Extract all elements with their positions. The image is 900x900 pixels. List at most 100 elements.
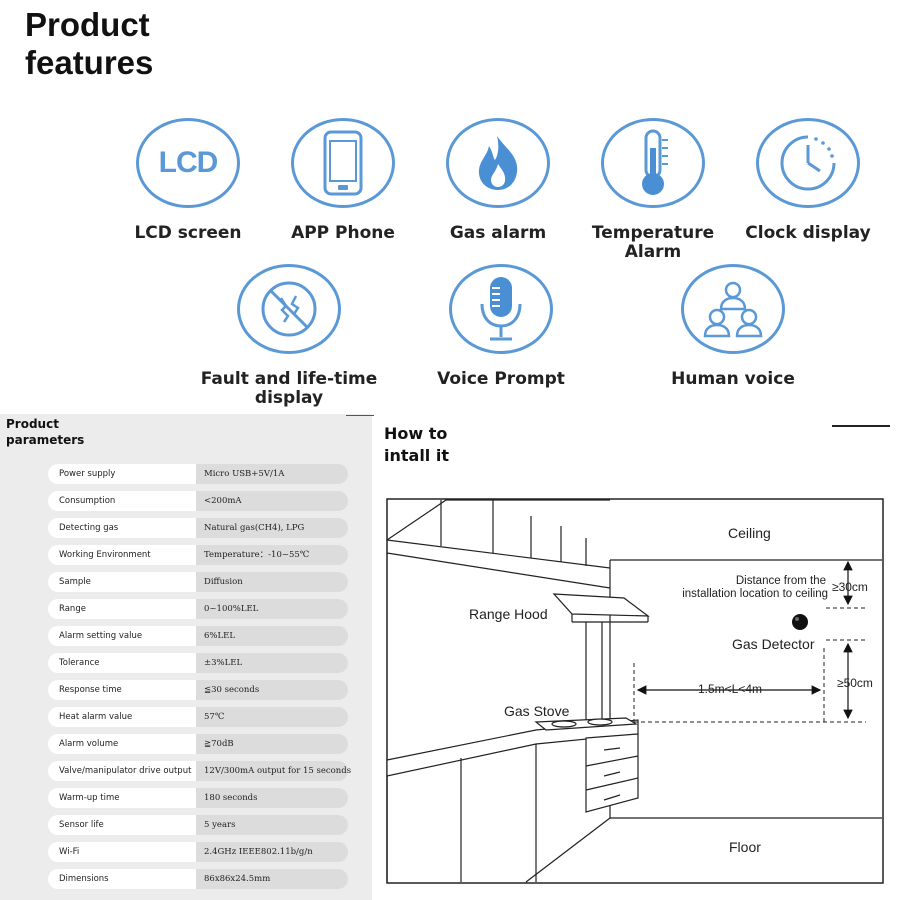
horizontal-range-label: 1.5m<L<4m [698, 682, 762, 696]
height-gap-label: ≥50cm [837, 676, 873, 690]
title-line-2: features [25, 44, 154, 81]
fault-icon [237, 264, 341, 354]
phone-icon [291, 118, 395, 208]
title-line-1: Product [25, 6, 150, 43]
install-divider [832, 425, 890, 427]
parameter-row: Consumption<200mA [48, 491, 348, 511]
parameter-value: 12V/300mA output for 15 seconds [196, 761, 351, 781]
parameter-name: Consumption [48, 491, 196, 511]
people-icon [681, 264, 785, 354]
feature-label: APP Phone [291, 223, 395, 243]
microphone-icon [449, 264, 553, 354]
range-hood-label: Range Hood [469, 606, 548, 622]
upper-cabinets [386, 499, 611, 589]
parameters-title: Product parameters [6, 416, 84, 448]
parameter-value: 0~100%LEL [196, 599, 348, 619]
feature-label: Human voice [671, 369, 795, 389]
page-title: Product features [25, 6, 153, 82]
install-title-line-1: How to [384, 424, 448, 443]
feature-fault-life-time: Fault and life-time display [199, 264, 379, 408]
parameter-name: Power supply [48, 464, 196, 484]
parameter-value: 86x86x24.5mm [196, 869, 348, 889]
parameter-row: Tolerance±3%LEL [48, 653, 348, 673]
feature-app-phone: APP Phone [253, 118, 433, 243]
flame-icon [446, 118, 550, 208]
parameter-name: Detecting gas [48, 518, 196, 538]
gas-stove-label: Gas Stove [504, 703, 570, 719]
parameter-name: Wi-Fi [48, 842, 196, 862]
feature-gas-alarm: Gas alarm [408, 118, 588, 243]
parameter-name: Sensor life [48, 815, 196, 835]
parameter-row: Alarm volume≧70dB [48, 734, 348, 754]
feature-label: Fault and life-time display [200, 369, 378, 408]
kitchen-counter [386, 717, 639, 882]
parameter-row: Response time≦30 seconds [48, 680, 348, 700]
floor-perspective [525, 817, 611, 883]
lcd-icon: LCD [136, 118, 240, 208]
parameter-name: Alarm volume [48, 734, 196, 754]
parameter-value: 5 years [196, 815, 348, 835]
parameter-name: Range [48, 599, 196, 619]
ceiling-label: Ceiling [728, 525, 771, 541]
gas-detector-device [792, 614, 808, 630]
parameter-value: ±3%LEL [196, 653, 348, 673]
feature-label: LCD screen [134, 223, 242, 243]
distance-label-line-2: installation location to ceiling [682, 588, 828, 600]
feature-voice-prompt: Voice Prompt [411, 264, 591, 389]
clock-icon [756, 118, 860, 208]
parameters-title-line-2: parameters [6, 433, 85, 447]
distance-label-line-1: Distance from the [736, 575, 826, 587]
parameter-name: Valve/manipulator drive output [48, 761, 196, 781]
installation-diagram: Ceiling Floor Range Hood Gas Stove Gas D… [386, 498, 884, 884]
parameter-value: Diffusion [196, 572, 348, 592]
parameter-value: Natural gas(CH4), LPG [196, 518, 348, 538]
range-hood-drawing [552, 593, 650, 730]
parameter-name: Heat alarm value [48, 707, 196, 727]
feature-label: Temperature Alarm [591, 223, 715, 262]
install-title-line-2: intall it [384, 446, 449, 465]
feature-label: Clock display [745, 223, 871, 243]
parameter-name: Working Environment [48, 545, 196, 565]
parameter-value: ≦30 seconds [196, 680, 348, 700]
gas-detector-label: Gas Detector [732, 636, 815, 652]
parameter-name: Sample [48, 572, 196, 592]
floor-label: Floor [729, 839, 761, 855]
parameter-value: Temperature：-10~55℃ [196, 545, 348, 565]
feature-temperature-alarm: Temperature Alarm [563, 118, 743, 262]
parameter-value: Micro USB+5V/1A [196, 464, 348, 484]
parameters-divider [346, 415, 374, 416]
parameter-name: Alarm setting value [48, 626, 196, 646]
parameter-value: ≧70dB [196, 734, 348, 754]
parameter-value: 57℃ [196, 707, 348, 727]
parameters-title-line-1: Product [6, 417, 59, 431]
feature-clock-display: Clock display [718, 118, 898, 243]
parameter-name: Dimensions [48, 869, 196, 889]
parameter-value: 6%LEL [196, 626, 348, 646]
ceiling-gap-label: ≥30cm [832, 580, 868, 594]
parameter-name: Warm-up time [48, 788, 196, 808]
parameter-name: Response time [48, 680, 196, 700]
parameter-value: 2.4GHz IEEE802.11b/g/n [196, 842, 348, 862]
parameter-value: <200mA [196, 491, 348, 511]
measurement-guides [633, 607, 866, 723]
feature-lcd-screen: LCD LCD screen [98, 118, 278, 243]
install-title: How to intall it [384, 423, 449, 467]
feature-human-voice: Human voice [643, 264, 823, 389]
thermometer-icon [601, 118, 705, 208]
parameter-value: 180 seconds [196, 788, 348, 808]
parameter-name: Tolerance [48, 653, 196, 673]
feature-label: Voice Prompt [437, 369, 565, 389]
feature-label: Gas alarm [449, 223, 547, 243]
